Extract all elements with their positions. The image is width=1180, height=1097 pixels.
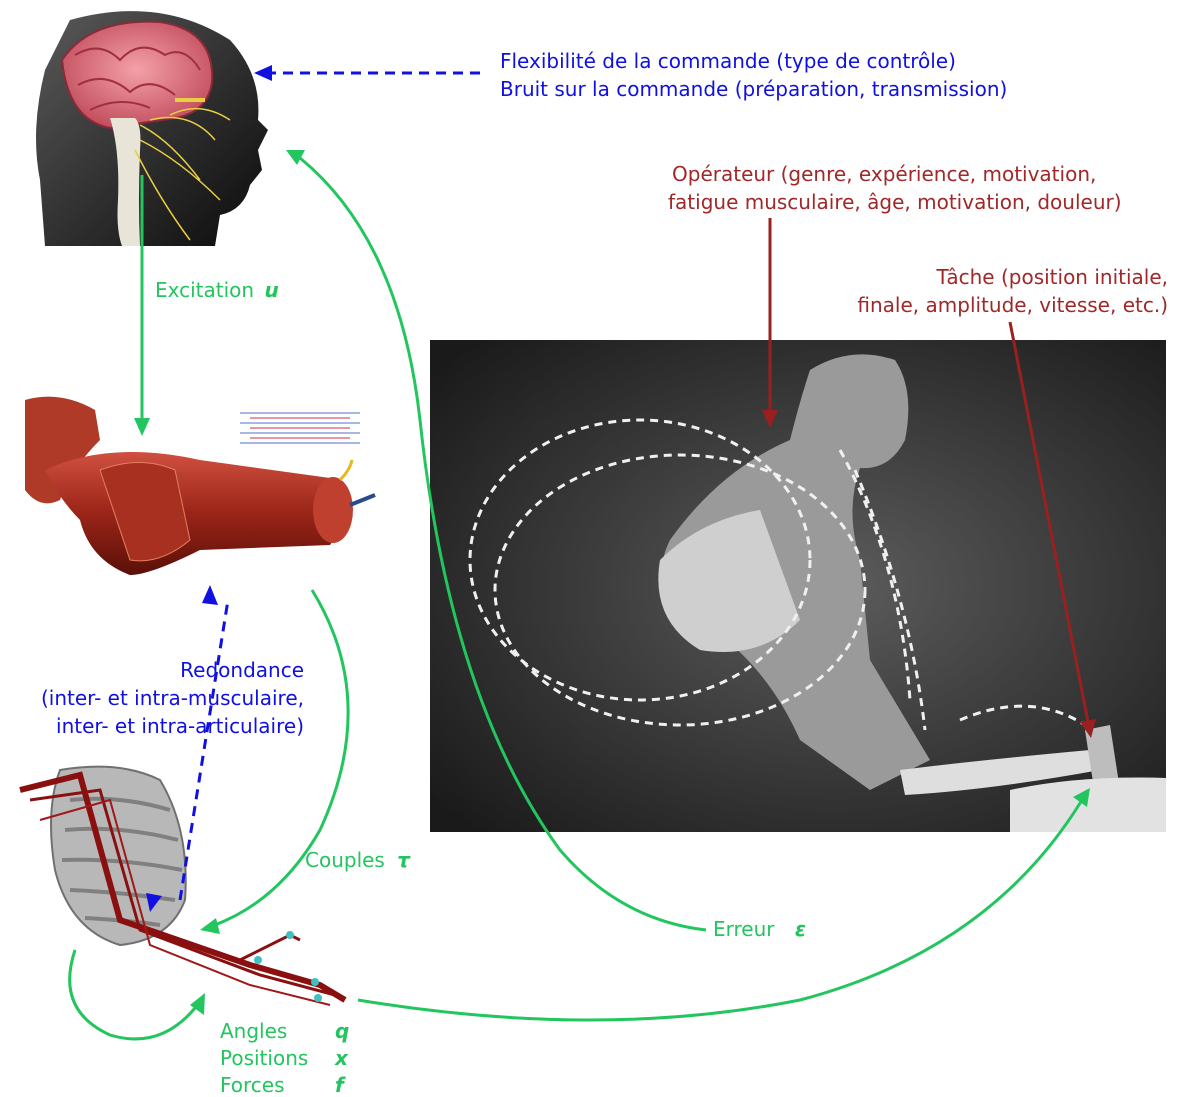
arm-skeleton-image xyxy=(20,767,345,1005)
output-arrow xyxy=(358,800,1082,1020)
output-angles-text: Angles xyxy=(220,1018,335,1045)
excitation-label: Excitation u xyxy=(155,278,279,302)
excitation-text: Excitation xyxy=(155,278,254,302)
operator-line2-text: fatigue musculaire, âge, motivation, dou… xyxy=(668,188,1168,216)
hammering-worker-photo xyxy=(430,340,1166,832)
torques-symbol: τ xyxy=(397,848,410,872)
command-noise-text: Bruit sur la commande (préparation, tran… xyxy=(500,75,1007,103)
redundancy-title-text: Redondance xyxy=(8,656,304,684)
error-label: Erreur ε xyxy=(713,917,806,941)
command-labels: Flexibilité de la commande (type de cont… xyxy=(500,47,1007,103)
output-positions-text: Positions xyxy=(220,1045,335,1072)
task-line2-text: finale, amplitude, vitesse, etc.) xyxy=(857,291,1168,319)
brain-head-image xyxy=(36,11,268,246)
torques-text: Couples xyxy=(305,848,385,872)
output-angles-symbol: q xyxy=(335,1019,349,1043)
redundancy-joint-text: inter- et intra-articulaire) xyxy=(8,712,304,740)
operator-labels: Opérateur (genre, expérience, motivation… xyxy=(668,160,1168,216)
operator-line1-text: Opérateur (genre, expérience, motivation… xyxy=(668,160,1168,188)
torques-arrow xyxy=(215,590,348,925)
output-positions-symbol: x xyxy=(335,1046,348,1070)
redundancy-labels: Redondance (inter- et intra-musculaire, … xyxy=(8,656,304,740)
redundancy-muscle-text: (inter- et intra-musculaire, xyxy=(8,684,304,712)
muscle-fiber-image xyxy=(25,397,375,575)
task-labels: Tâche (position initiale, finale, amplit… xyxy=(857,263,1168,319)
error-symbol: ε xyxy=(795,917,806,941)
excitation-symbol: u xyxy=(264,278,278,302)
output-forces-text: Forces xyxy=(220,1072,335,1097)
torques-label: Couples τ xyxy=(305,848,410,872)
error-text: Erreur xyxy=(713,917,775,941)
command-flexibility-text: Flexibilité de la commande (type de cont… xyxy=(500,47,1007,75)
task-line1-text: Tâche (position initiale, xyxy=(857,263,1168,291)
feedback-loop-arrow xyxy=(70,950,195,1039)
output-forces-symbol: f xyxy=(335,1073,344,1097)
redundancy-arrow xyxy=(180,600,228,900)
